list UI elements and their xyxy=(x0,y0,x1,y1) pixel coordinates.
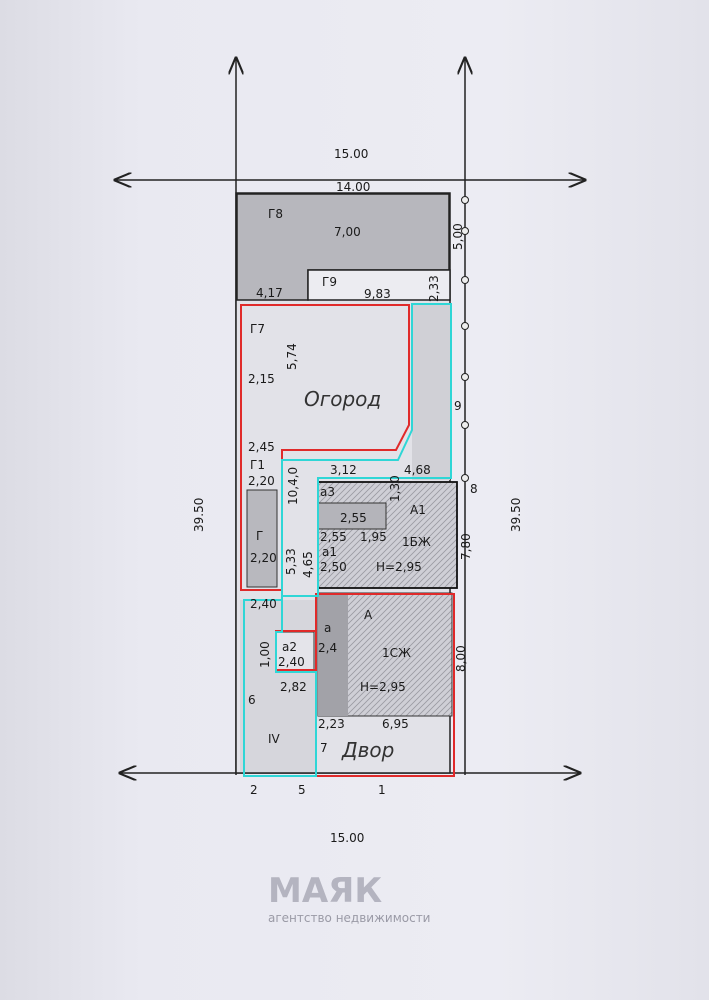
building-a3 xyxy=(317,502,387,530)
fence-markers xyxy=(461,196,469,482)
label-2: 2 xyxy=(250,783,258,797)
watermark-tagline: агентство недвижимости xyxy=(268,911,430,925)
label-iv: IV xyxy=(268,732,281,746)
label-g1: Г1 xyxy=(250,458,265,472)
building-g9 xyxy=(307,269,451,301)
label-8: 8 xyxy=(470,482,478,496)
dim-2-55-a: 2,55 xyxy=(340,511,367,525)
dim-top-lot: 14.00 xyxy=(336,180,370,194)
label-garden: Огород xyxy=(304,387,381,411)
dim-2-55-b: 2,55 xyxy=(320,530,347,544)
dim-1-00: 1,00 xyxy=(258,641,272,668)
building-g1 xyxy=(246,489,278,588)
label-6: 6 xyxy=(248,693,256,707)
dim-5-33: 5,33 xyxy=(284,548,298,575)
label-a2: а2 xyxy=(282,640,297,654)
strip-left xyxy=(240,600,316,772)
label-a3: а3 xyxy=(320,485,335,499)
label-1bzh: 1БЖ xyxy=(402,535,431,549)
dim-2-50: 2,50 xyxy=(320,560,347,574)
dim-5-74: 5,74 xyxy=(285,343,299,370)
label-9: 9 xyxy=(454,399,462,413)
dim-2-4: 2,4 xyxy=(318,641,337,655)
label-7: 7 xyxy=(320,741,328,755)
dim-8-00: 8,00 xyxy=(454,645,468,672)
label-5: 5 xyxy=(298,783,306,797)
dim-2-82: 2,82 xyxy=(280,680,307,694)
yard-strip-right xyxy=(412,305,450,480)
label-g9: Г9 xyxy=(322,275,337,289)
dim-7-80: 7,80 xyxy=(459,533,473,560)
dim-2-45: 2,45 xyxy=(248,440,275,454)
dim-g9-length: 9,83 xyxy=(364,287,391,301)
dim-4-68: 4,68 xyxy=(404,463,431,477)
dim-6-95: 6,95 xyxy=(382,717,409,731)
dim-2-40-b: 2,40 xyxy=(278,655,305,669)
dim-2-23: 2,23 xyxy=(318,717,345,731)
dim-bottom-total: 15.00 xyxy=(330,831,364,845)
building-a-porch xyxy=(318,593,348,716)
cyan-outline xyxy=(243,303,452,777)
label-height-2: Н=2,95 xyxy=(360,680,406,694)
label-yard: Двор xyxy=(341,738,394,762)
label-a: А xyxy=(364,608,373,622)
building-a1 xyxy=(317,481,458,589)
dim-1-30: 1,30 xyxy=(388,475,402,502)
dim-3-12: 3,12 xyxy=(330,463,357,477)
label-a1-small: а1 xyxy=(322,545,337,559)
dim-2-40-a: 2,40 xyxy=(250,597,277,611)
dim-top-total: 15.00 xyxy=(334,147,368,161)
dim-right-total: 39.50 xyxy=(509,498,523,532)
dim-left-total: 39.50 xyxy=(192,498,206,532)
label-a-small: а xyxy=(324,621,331,635)
watermark: МАЯК агентство недвижимости xyxy=(268,871,430,925)
dim-2-20-b: 2,20 xyxy=(250,551,277,565)
label-g: Г xyxy=(256,529,263,543)
watermark-brand: МАЯК xyxy=(268,871,382,911)
dim-4-17: 4,17 xyxy=(256,286,283,300)
dim-1-95: 1,95 xyxy=(360,530,387,544)
dim-g8-width: 7,00 xyxy=(334,225,361,239)
label-height-1: Н=2,95 xyxy=(376,560,422,574)
dim-g9-height: 2,33 xyxy=(427,275,441,302)
dim-g8-height: 5,00 xyxy=(451,223,465,250)
label-1szh: 1СЖ xyxy=(382,646,411,660)
dim-2-20-a: 2,20 xyxy=(248,474,275,488)
dim-4-65: 4,65 xyxy=(301,551,315,578)
label-g7: Г7 xyxy=(250,322,265,336)
label-1: 1 xyxy=(378,783,386,797)
dim-10-4: 10,4,0 xyxy=(286,467,300,505)
dim-2-15: 2,15 xyxy=(248,372,275,386)
label-a1: А1 xyxy=(410,503,426,517)
label-g8: Г8 xyxy=(268,207,283,221)
